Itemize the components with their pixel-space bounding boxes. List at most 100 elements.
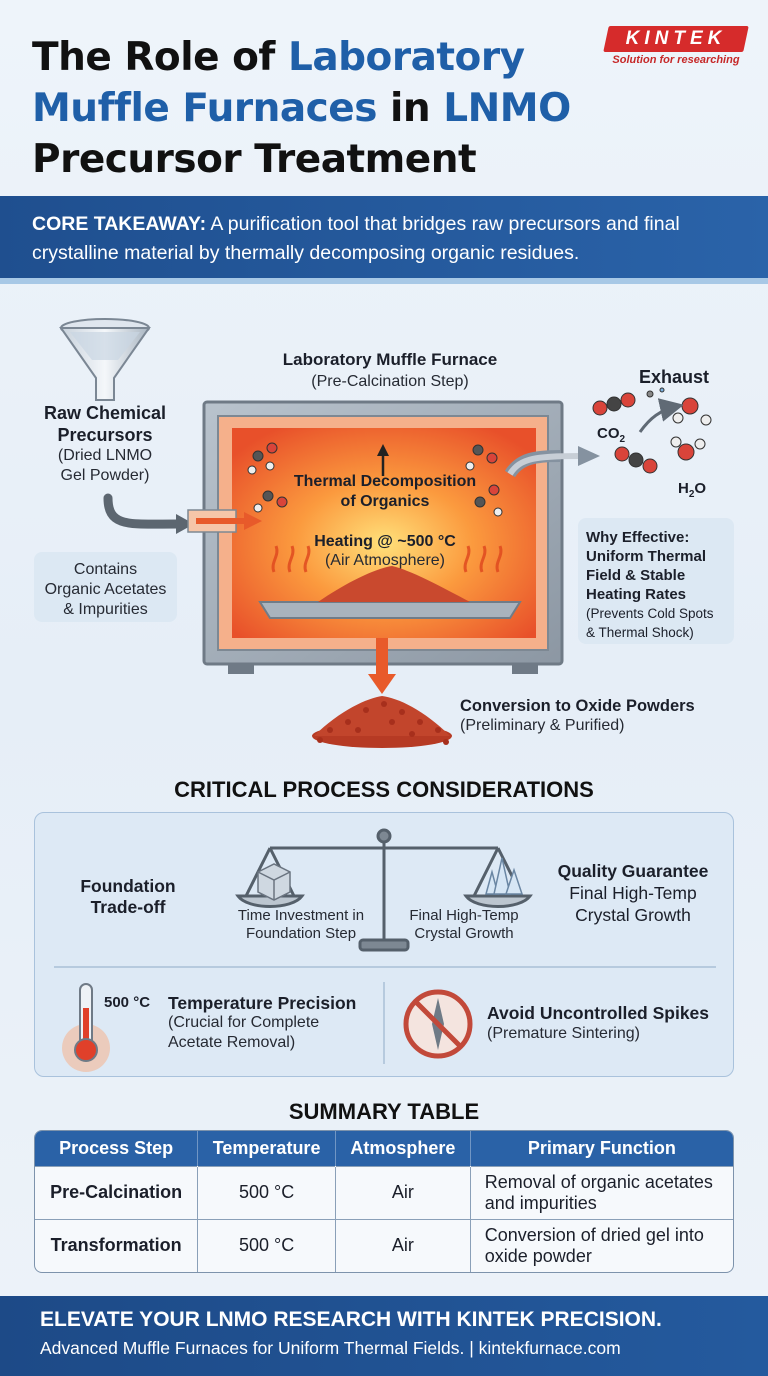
kintek-logo[interactable]: KINTEK Solution for researching <box>600 26 750 72</box>
why-effective-note: Why Effective: Uniform Thermal Field & S… <box>586 528 732 642</box>
furnace-title: Laboratory Muffle Furnace <box>282 350 498 369</box>
h2o-text: O <box>694 480 707 497</box>
curved-arrow-icon <box>103 493 183 529</box>
footer-headline: ELEVATE YOUR LNMO RESEARCH WITH KINTEK P… <box>40 1308 662 1331</box>
right-pan-line: Final High-Temp <box>409 907 519 924</box>
thermometer-icon <box>62 983 110 1072</box>
why-effective-line: Uniform Thermal <box>586 548 707 565</box>
why-effective-line: Heating Rates <box>586 586 687 603</box>
footer-banner: ELEVATE YOUR LNMO RESEARCH WITH KINTEK P… <box>0 1296 768 1376</box>
process-diagram <box>34 318 734 748</box>
left-pan-line: Time Investment in <box>237 907 365 924</box>
crystal-icon <box>485 857 524 895</box>
table-cell: Pre-Calcination <box>35 1165 199 1220</box>
core-takeaway-text: A purification tool that bridges raw pre… <box>32 213 680 264</box>
table-cell: Transformation <box>35 1218 199 1272</box>
heating-temperature: Heating @ ~500 °C <box>314 533 456 550</box>
exhaust-label: Exhaust <box>638 367 710 387</box>
quality-guarantee-title: Quality Guarantee <box>557 861 709 881</box>
conversion-subtitle: (Preliminary & Purified) <box>460 717 625 734</box>
co2-subscript: 2 <box>619 434 626 445</box>
column-header: Primary Function <box>470 1131 733 1166</box>
h2o-text: H <box>678 480 689 497</box>
contains-note-line: Contains <box>73 561 138 578</box>
title-highlight: Laboratory Muffle Furnaces <box>32 35 525 131</box>
thermal-decomposition-line: Thermal Decomposition <box>293 473 477 490</box>
table-cell: Removal of organic acetates and impuriti… <box>470 1165 733 1220</box>
contains-note: Contains Organic Acetates & Impurities <box>34 560 177 620</box>
temperature-precision-line: Acetate Removal) <box>168 1034 296 1051</box>
quality-guarantee-line: Crystal Growth <box>575 905 691 925</box>
summary-table: Process Step Temperature Atmosphere Prim… <box>34 1130 734 1273</box>
right-pan-label: Final High-Temp Crystal Growth <box>392 907 536 943</box>
title-text: The Role of <box>32 35 288 80</box>
core-takeaway-banner: CORE TAKEAWAY: A purification tool that … <box>0 196 768 278</box>
logo-tagline: Solution for researching <box>612 54 740 66</box>
co2-label: CO2 <box>597 425 625 445</box>
core-takeaway-label: CORE TAKEAWAY: <box>32 213 207 235</box>
considerations-heading: CRITICAL PROCESS CONSIDERATIONS <box>174 777 594 802</box>
avoid-spikes-title: Avoid Uncontrolled Spikes <box>487 1003 710 1023</box>
table-row: Pre-Calcination 500 °C Air Removal of or… <box>35 1165 733 1220</box>
heating-atmosphere: (Air Atmosphere) <box>324 552 446 569</box>
raw-precursors-title-line: Precursors <box>57 425 153 445</box>
avoid-spikes-subtitle: (Premature Sintering) <box>487 1025 640 1042</box>
conversion-title: Conversion to Oxide Powders <box>460 697 695 715</box>
column-header: Atmosphere <box>335 1131 471 1166</box>
heating-label: Heating @ ~500 °C (Air Atmosphere) <box>290 533 480 571</box>
column-header: Process Step <box>35 1131 199 1166</box>
quality-guarantee: Quality Guarantee Final High-Temp Crysta… <box>548 860 718 926</box>
title-text: in <box>376 86 444 131</box>
table-header-row: Process Step Temperature Atmosphere Prim… <box>35 1131 733 1166</box>
contains-note-line: & Impurities <box>63 601 148 618</box>
cube-icon <box>257 863 291 901</box>
summary-heading: SUMMARY TABLE <box>288 1099 480 1124</box>
contains-note-line: Organic Acetates <box>44 581 167 598</box>
co2-text: CO <box>597 425 620 442</box>
right-pan-line: Crystal Growth <box>414 925 514 942</box>
funnel-icon <box>59 318 151 401</box>
logo-text: KINTEK <box>625 28 727 49</box>
thermal-decomposition-line: of Organics <box>340 493 430 510</box>
considerations-graphics <box>54 828 716 1072</box>
raw-precursors-title: Raw Chemical Precursors <box>30 402 180 446</box>
why-effective-line: (Prevents Cold Spots <box>586 606 714 621</box>
conversion-label: Conversion to Oxide Powders (Preliminary… <box>460 697 740 736</box>
exhaust-molecules-icon <box>592 387 712 474</box>
banner-divider <box>0 278 768 284</box>
temperature-precision-title: Temperature Precision <box>168 993 357 1013</box>
title-text: Precursor Treatment <box>32 137 477 182</box>
column-header: Temperature <box>197 1131 336 1166</box>
thermal-decomposition-label: Thermal Decomposition of Organics <box>270 472 500 512</box>
tradeoff-line: Foundation <box>80 876 176 896</box>
temperature-precision-line: (Crucial for Complete <box>168 1014 320 1031</box>
footer-link[interactable]: Advanced Muffle Furnaces for Uniform The… <box>40 1338 621 1358</box>
tradeoff-label: Foundation Trade-off <box>60 876 196 918</box>
avoid-spikes: Avoid Uncontrolled Spikes (Premature Sin… <box>487 1003 727 1044</box>
why-effective-line: & Thermal Shock) <box>586 625 694 640</box>
left-pan-line: Foundation Step <box>245 925 357 942</box>
temperature-value: 500 °C <box>104 994 151 1011</box>
table-cell: Conversion of dried gel into oxide powde… <box>470 1218 733 1272</box>
table-cell: Air <box>335 1218 471 1272</box>
quality-guarantee-line: Final High-Temp <box>569 883 697 903</box>
raw-precursors-subtitle-line: (Dried LNMO <box>57 447 153 464</box>
tradeoff-line: Trade-off <box>90 897 166 917</box>
title-highlight: LNMO <box>443 86 571 131</box>
table-cell: 500 °C <box>197 1165 336 1220</box>
why-effective-line: Why Effective: <box>586 529 690 546</box>
page-title: The Role of Laboratory Muffle Furnaces i… <box>32 32 592 185</box>
furnace-subtitle: (Pre-Calcination Step) <box>311 373 469 390</box>
raw-precursors-title-line: Raw Chemical <box>43 403 167 423</box>
oxide-powder-icon <box>312 696 452 748</box>
raw-precursors-subtitle: (Dried LNMO Gel Powder) <box>30 446 180 486</box>
h2o-label: H2O <box>678 480 706 500</box>
furnace-icon <box>187 400 600 694</box>
table-cell: 500 °C <box>197 1218 336 1272</box>
why-effective-line: Field & Stable <box>586 567 686 584</box>
temperature-precision: Temperature Precision (Crucial for Compl… <box>168 993 378 1053</box>
table-row: Transformation 500 °C Air Conversion of … <box>35 1218 733 1272</box>
left-pan-label: Time Investment in Foundation Step <box>226 907 376 943</box>
h2o-subscript: 2 <box>688 489 695 500</box>
no-spikes-icon <box>403 989 473 1059</box>
